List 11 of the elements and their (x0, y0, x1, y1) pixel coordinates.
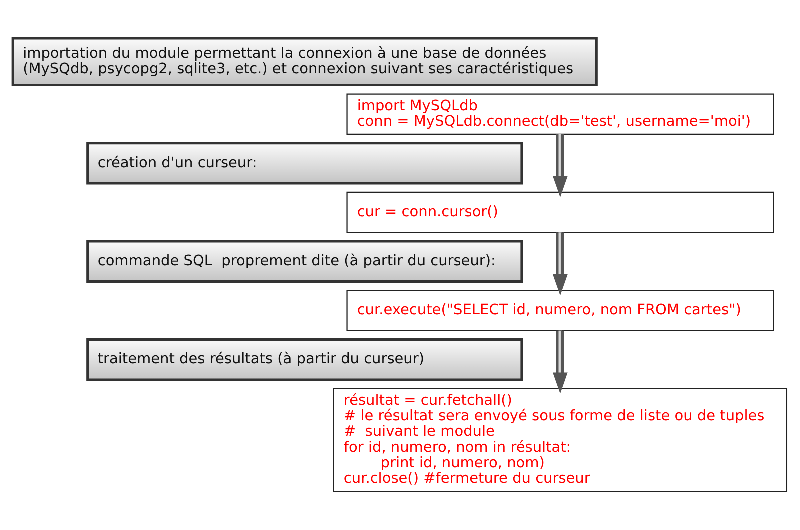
node-box: commande SQL proprement dite (à partir du curseur): (86, 240, 524, 283)
node-box: importation du module permettant la connexion à une base de données (MySQdb, psycopg2, sqlite3, etc.) et connexion suivant ses caractéristiques (12, 37, 598, 87)
node-box: import MySQLdb conn = MySQLdb.connect(db='test', username='moi') (346, 94, 774, 135)
arrow (552, 232, 568, 296)
node-box: résultat = cur.fetchall() # le résultat sera envoyé sous forme de liste ou de tuples # suivant le module for id, numero, nom in résultat: print id, numero, nom) cur.close() #fermeture du curseur (333, 388, 788, 492)
node-box: cur.execute("SELECT id, numero, nom FROM cartes") (346, 290, 774, 332)
arrow (552, 134, 568, 198)
node-box: traitement des résultats (à partir du curseur) (86, 338, 524, 382)
node-box: cur = conn.cursor() (346, 192, 774, 234)
arrow (552, 330, 568, 394)
node-box: création d'un curseur: (86, 142, 524, 185)
